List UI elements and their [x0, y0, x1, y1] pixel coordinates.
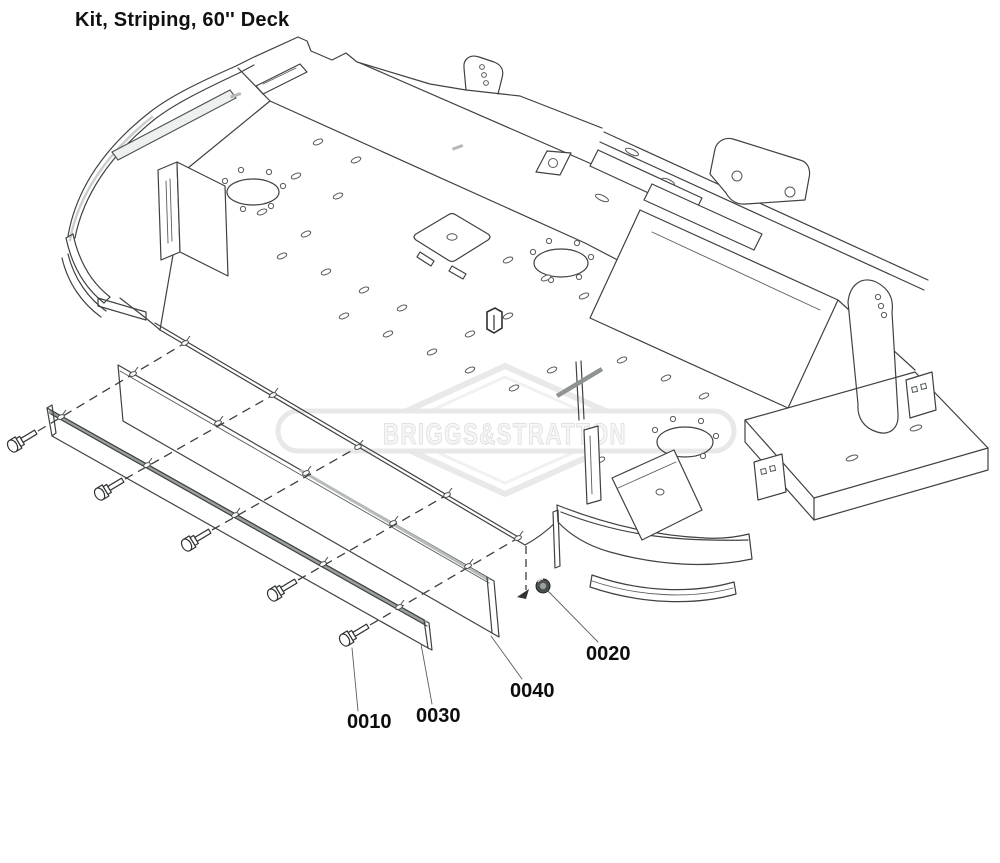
- deck-left-bracket: [157, 161, 229, 277]
- deck-right-shelf: [744, 371, 989, 521]
- hex-bolt: [266, 578, 298, 602]
- page-title: Kit, Striping, 60'' Deck: [75, 9, 290, 31]
- deck-rod: [555, 367, 604, 398]
- callout-0020-label: 0020: [586, 643, 631, 665]
- mower-deck: [61, 36, 989, 603]
- leader-0030: [420, 643, 433, 705]
- callout-0040-label: 0040: [510, 680, 555, 702]
- leader-0020: [547, 590, 599, 643]
- deck-mounting-edge: [154, 322, 521, 539]
- watermark-banner: [275, 408, 737, 454]
- hex-bolt: [338, 623, 370, 647]
- hex-bolt: [180, 528, 212, 552]
- deck-rear-rim: [67, 36, 603, 237]
- deck-front-skirt: [552, 425, 753, 603]
- deck-clip: [486, 307, 503, 334]
- mounting-hole-markers: [57, 335, 524, 610]
- hex-bolt: [93, 477, 125, 501]
- deck-rear-bracket: [463, 55, 504, 95]
- callout-0010-label: 0010: [347, 711, 392, 733]
- callout-0030-label: 0030: [416, 705, 461, 727]
- assembly-arrowhead: [517, 589, 529, 599]
- deck-left-skirt: [61, 233, 161, 331]
- skirt-trim-strip: [589, 574, 737, 603]
- hex-bolt: [6, 429, 38, 453]
- flange-nut-0020: [535, 578, 551, 594]
- deck-mid-bracket: [535, 150, 572, 176]
- assembly-dashed-lines: [37, 342, 527, 626]
- hex-bolts-0010: [6, 429, 370, 647]
- discharge-ramp: [589, 131, 929, 434]
- deck-cover-plate: [413, 212, 491, 280]
- leader-0010: [351, 647, 359, 712]
- leader-0040: [490, 635, 523, 680]
- spindle-holes: [221, 166, 720, 463]
- callouts: 0010 0020 0030 0040: [347, 590, 631, 733]
- discharge-side-bracket: [847, 279, 899, 434]
